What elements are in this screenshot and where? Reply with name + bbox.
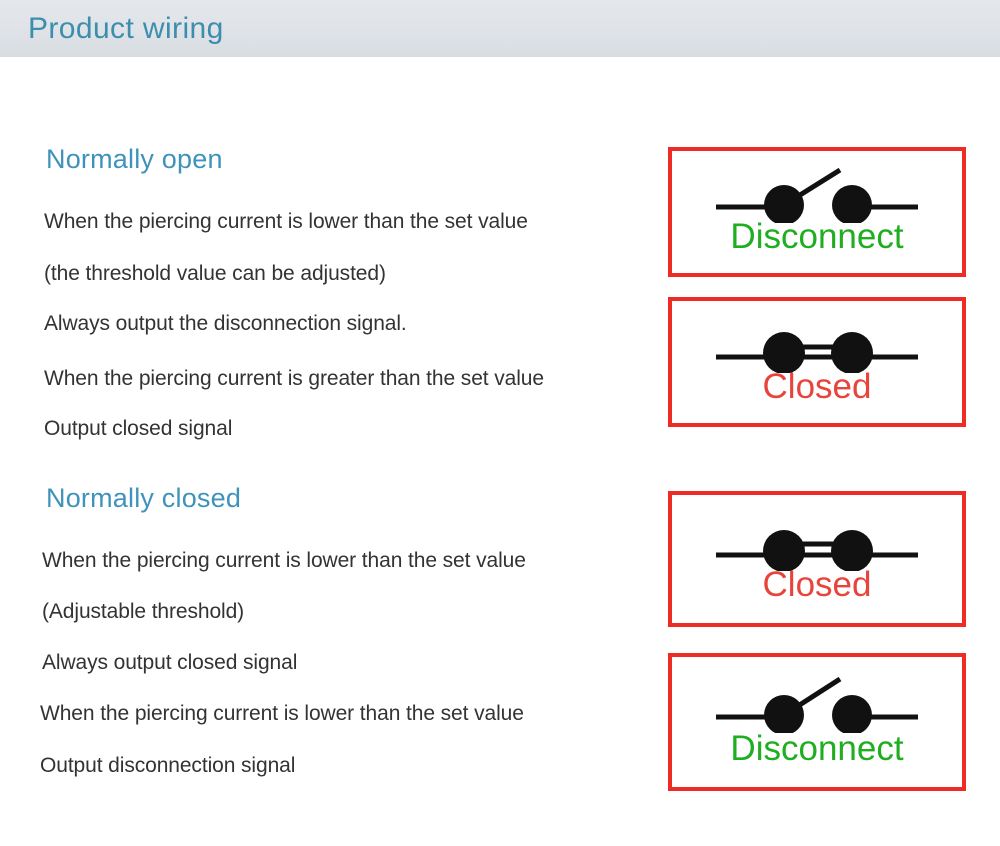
description-column: Normally open When the piercing current … [0, 57, 660, 846]
diagram-box-open-high-current: Closed [668, 297, 966, 427]
normally-closed-line-3: Always output closed signal [42, 651, 298, 674]
switch-open-icon [716, 167, 918, 223]
diagram-box-closed-low-current: Closed [668, 491, 966, 627]
normally-open-line-3: Always output the disconnection signal. [44, 312, 407, 335]
diagram-column: Disconnect Closed Closed [0, 57, 1000, 846]
diagram-box-closed-high-current: Disconnect [668, 653, 966, 791]
normally-open-line-1: When the piercing current is lower than … [44, 210, 528, 233]
normally-open-line-2: (the threshold value can be adjusted) [44, 262, 386, 285]
page-header: Product wiring [0, 0, 1000, 57]
normally-closed-line-5: Output disconnection signal [40, 754, 296, 777]
state-label-closed: Closed [762, 367, 872, 406]
state-label-disconnect: Disconnect [730, 217, 904, 256]
switch-closed-icon [716, 332, 918, 373]
normally-closed-line-4: When the piercing current is lower than … [40, 702, 524, 725]
normally-open-line-5: Output closed signal [44, 417, 233, 440]
normally-open-line-4: When the piercing current is greater tha… [44, 367, 544, 390]
section-heading-normally-closed: Normally closed [46, 483, 242, 513]
normally-closed-line-1: When the piercing current is lower than … [42, 549, 526, 572]
switch-closed-icon [716, 530, 918, 571]
switch-open-icon [716, 676, 918, 733]
normally-closed-line-2: (Adjustable threshold) [42, 600, 245, 623]
page-content: Normally open When the piercing current … [0, 57, 1000, 846]
diagram-box-open-low-current: Disconnect [668, 147, 966, 277]
state-label-closed: Closed [762, 565, 872, 604]
state-label-disconnect: Disconnect [730, 729, 904, 768]
section-heading-normally-open: Normally open [46, 144, 223, 174]
page-title: Product wiring [28, 12, 224, 45]
